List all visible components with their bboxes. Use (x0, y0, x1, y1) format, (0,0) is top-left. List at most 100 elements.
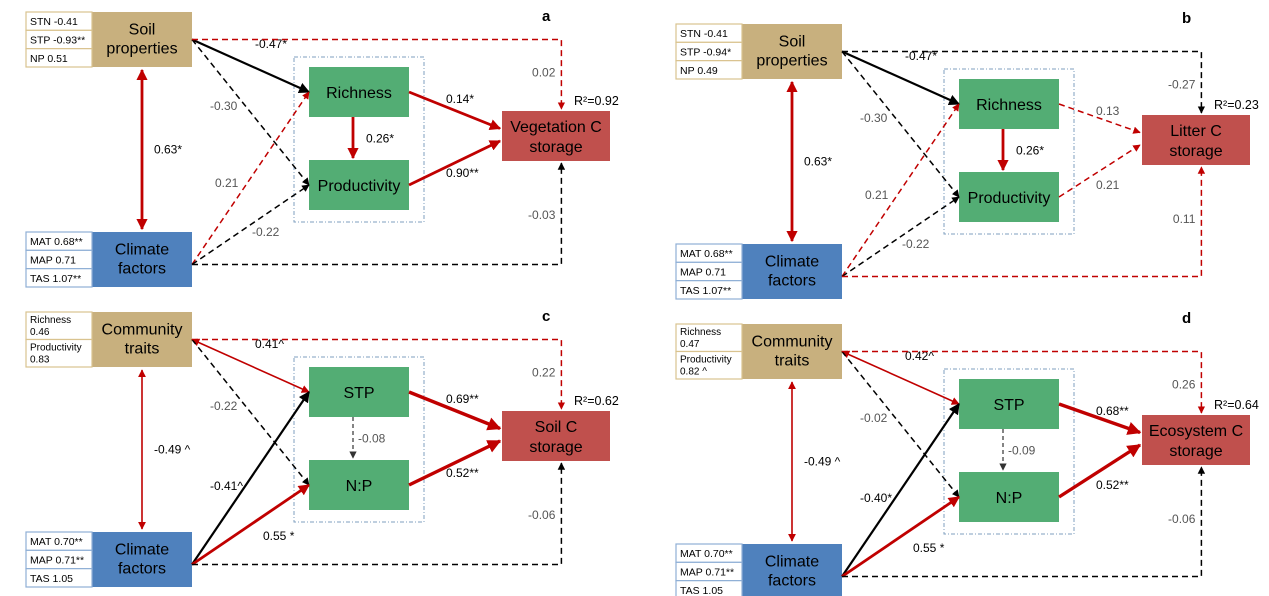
mediator-bottom-label: Productivity (968, 190, 1051, 207)
mediator-top-box (959, 379, 1059, 429)
target-title: Vegetation C (510, 119, 602, 136)
bottom-indicator-text: TAS 1.07** (30, 273, 81, 285)
panel-label: a (542, 8, 551, 25)
top-indicator-text: NP 0.49 (680, 65, 718, 77)
coef-top-to-mediator-bottom: -0.22 (210, 399, 238, 413)
top-driver-title: Soil (779, 34, 806, 51)
path-bottom-to-mediator-bottom (191, 483, 310, 566)
target-title: Litter C (1170, 123, 1222, 140)
target-box (502, 111, 610, 161)
r-squared: R²=0.23 (1214, 98, 1259, 112)
coef-bottom-to-mediator-bottom: 0.55 * (263, 529, 295, 543)
top-driver-box (92, 312, 192, 367)
top-indicator-text: 0.46 (30, 327, 50, 338)
mediator-bottom-label: N:P (346, 478, 373, 495)
mediator-frame (943, 368, 1075, 535)
path-bottom-to-mediator-bottom (191, 184, 310, 266)
coef-mediator-bottom-to-target: 0.90** (446, 166, 479, 180)
top-driver-box (742, 24, 842, 79)
path-mediator-bottom-to-target (1058, 144, 1141, 198)
path-bottom-to-mediator-bottom (841, 495, 960, 578)
bottom-indicator-text: MAT 0.70** (680, 548, 733, 560)
top-driver-title: Community (102, 322, 183, 339)
coef-top-to-target: 0.02 (532, 66, 556, 80)
coef-mediator-bottom-to-target: 0.21 (1096, 178, 1120, 192)
top-indicator-text: 0.82 ^ (680, 367, 707, 378)
bottom-driver-title: Climate (765, 554, 819, 571)
path-top-to-mediator-top (191, 38, 311, 94)
bottom-driver-title: factors (768, 273, 816, 290)
path-top-to-target (192, 338, 566, 410)
path-top-to-mediator-bottom (841, 51, 960, 198)
top-indicator-cell (675, 60, 743, 80)
coef-mediator-top-to-bottom: -0.08 (358, 432, 386, 446)
mediator-top-box (309, 367, 409, 417)
coef-drivers-correlation: 0.63* (804, 155, 832, 169)
coef-drivers-correlation: 0.63* (154, 143, 182, 157)
target-box (1142, 115, 1250, 165)
target-box (502, 411, 610, 461)
top-driver-title: Community (752, 334, 833, 351)
coef-bottom-to-mediator-bottom: 0.55 * (913, 541, 945, 555)
r-squared: R²=0.62 (574, 394, 619, 408)
coef-top-to-mediator-top: -0.47* (255, 37, 287, 51)
path-bottom-to-target (842, 166, 1206, 278)
coef-bottom-to-mediator-top: 0.21 (215, 176, 239, 190)
coef-mediator-top-to-target: 0.68** (1096, 404, 1129, 418)
top-driver-title: Soil (129, 22, 156, 39)
path-bottom-to-mediator-top (191, 391, 310, 566)
coef-top-to-target: 0.26 (1172, 378, 1196, 392)
coef-bottom-to-target: -0.03 (528, 208, 556, 222)
target-title: storage (529, 139, 582, 156)
bottom-driver-title: Climate (115, 542, 169, 559)
coef-mediator-bottom-to-target: 0.52** (446, 466, 479, 480)
bottom-indicator-cell (25, 268, 93, 288)
bottom-indicator-cell (25, 568, 93, 588)
top-indicator-text: STP -0.93** (30, 35, 85, 47)
bottom-driver-box (742, 544, 842, 596)
coef-bottom-to-mediator-top: -0.40* (860, 491, 892, 505)
coef-top-to-target: -0.27 (1168, 78, 1196, 92)
panel-label: c (542, 308, 550, 325)
top-indicator-text: STN -0.41 (680, 28, 728, 40)
path-top-to-mediator-bottom (191, 39, 310, 186)
panel-label: b (1182, 10, 1191, 27)
coef-mediator-top-to-bottom: -0.09 (1008, 444, 1036, 458)
coef-bottom-to-target: 0.11 (1173, 212, 1196, 226)
path-mediator-bottom-to-target (408, 139, 502, 187)
target-title: Ecosystem C (1149, 423, 1243, 440)
bottom-indicator-text: TAS 1.07** (680, 285, 731, 297)
coef-bottom-to-mediator-top: 0.21 (865, 188, 889, 202)
bottom-indicator-text: MAP 0.71** (30, 555, 84, 567)
bottom-indicator-text: MAP 0.71 (30, 255, 76, 267)
path-bottom-to-mediator-top (841, 403, 960, 578)
top-indicator-text: Richness (680, 327, 721, 338)
coef-drivers-correlation: -0.49 ^ (804, 455, 841, 469)
top-driver-title: properties (756, 53, 827, 70)
mediator-frame (293, 56, 425, 223)
path-bottom-to-target (842, 466, 1206, 578)
path-bottom-to-target (192, 462, 566, 566)
path-mediator-top-to-target (1058, 103, 1141, 134)
coef-drivers-correlation: -0.49 ^ (154, 443, 191, 457)
mediator-frame (943, 68, 1075, 235)
path-bottom-to-target (192, 162, 566, 266)
path-bottom-to-mediator-bottom (841, 196, 960, 278)
path-top-to-target (842, 350, 1206, 414)
target-title: storage (1169, 143, 1222, 160)
top-indicator-text: STN -0.41 (30, 16, 78, 28)
coef-top-to-mediator-bottom: -0.30 (210, 99, 238, 113)
path-top-to-target (842, 50, 1206, 114)
target-title: storage (529, 439, 582, 456)
bottom-indicator-text: TAS 1.05 (680, 585, 723, 596)
coef-top-to-mediator-top: -0.47* (905, 49, 937, 63)
path-top-to-mediator-top (841, 50, 961, 106)
r-squared: R²=0.64 (1214, 398, 1259, 412)
